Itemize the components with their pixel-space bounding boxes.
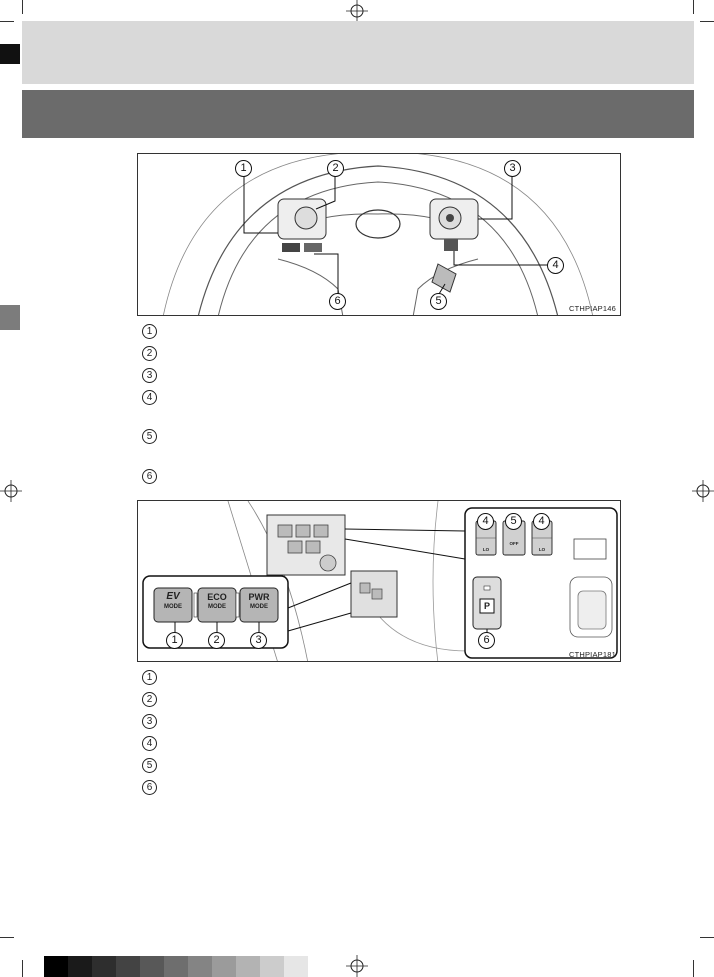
- callout-6: 6: [478, 632, 495, 649]
- color-swatch: [68, 956, 92, 977]
- ev-mode-label-top: EV: [166, 591, 180, 602]
- color-swatch: [284, 956, 308, 977]
- pwr-mode-label-bottom: MODE: [250, 604, 268, 610]
- callout-5: 5: [430, 293, 447, 310]
- eco-mode-label-bottom: MODE: [208, 604, 226, 610]
- callout-4-right: 4: [533, 513, 550, 530]
- figure-code: CTHPIAP181: [568, 650, 616, 659]
- color-calibration-bar: [44, 956, 308, 977]
- off-button-label: OFF: [509, 541, 519, 546]
- pwr-mode-label-top: PWR: [248, 592, 270, 602]
- legend-marker-5: 5: [142, 429, 157, 444]
- crop-mark-bottom-left-h: [0, 937, 14, 938]
- legend-marker-2: 2: [142, 346, 157, 361]
- section-tab: [0, 305, 20, 330]
- registration-mark-left-icon: [0, 480, 22, 502]
- crop-mark-top-right-h: [700, 21, 714, 22]
- registration-mark-right-icon: [692, 480, 714, 502]
- legend-marker-4: 4: [142, 736, 157, 751]
- registration-mark-bottom-icon: [346, 955, 368, 977]
- color-swatch: [140, 956, 164, 977]
- figure-code: CTHPIAP146: [568, 304, 616, 313]
- crop-mark-bottom-right-h: [700, 937, 714, 938]
- header-band: [22, 21, 694, 84]
- color-swatch: [44, 956, 68, 977]
- legend-marker-6: 6: [142, 780, 157, 795]
- eco-mode-button[interactable]: ECO MODE: [198, 592, 236, 612]
- crop-mark-top-right-v: [693, 0, 694, 14]
- legend-marker-1: 1: [142, 670, 157, 685]
- callout-1: 1: [166, 632, 183, 649]
- crop-mark-bottom-right-v: [693, 960, 694, 977]
- steering-wheel-figure: 1 2 3 4 5 6 CTHPIAP146: [137, 153, 621, 316]
- pwr-mode-button[interactable]: PWR MODE: [240, 592, 278, 612]
- color-swatch: [164, 956, 188, 977]
- ev-mode-label-bottom: MODE: [164, 604, 182, 610]
- legend-marker-6: 6: [142, 469, 157, 484]
- color-swatch: [188, 956, 212, 977]
- section-title-band: [22, 90, 694, 138]
- color-swatch: [260, 956, 284, 977]
- callout-2: 2: [327, 160, 344, 177]
- park-button[interactable]: P: [483, 601, 490, 611]
- console-figure: EV MODE ECO MODE PWR MODE HI LO OFF HI L…: [137, 500, 621, 662]
- seat-heater-right-lo: LO: [538, 547, 546, 552]
- legend-marker-3: 3: [142, 368, 157, 383]
- color-swatch: [116, 956, 140, 977]
- color-swatch: [212, 956, 236, 977]
- legend-marker-4: 4: [142, 390, 157, 405]
- callout-3: 3: [504, 160, 521, 177]
- color-swatch: [236, 956, 260, 977]
- legend-marker-2: 2: [142, 692, 157, 707]
- callout-6: 6: [329, 293, 346, 310]
- crop-mark-bottom-left-v: [22, 960, 23, 977]
- crop-mark-top-left-v: [22, 0, 23, 14]
- callout-2: 2: [208, 632, 225, 649]
- registration-mark-top-icon: [346, 0, 368, 22]
- console-illustration: [142, 501, 618, 661]
- callout-4: 4: [547, 257, 564, 274]
- ev-mode-button[interactable]: EV MODE: [154, 592, 192, 612]
- crop-mark-top-left-h: [0, 21, 14, 22]
- seat-heater-left-lo: LO: [482, 547, 490, 552]
- legend-marker-5: 5: [142, 758, 157, 773]
- legend-marker-3: 3: [142, 714, 157, 729]
- callout-1: 1: [235, 160, 252, 177]
- callout-5: 5: [505, 513, 522, 530]
- callout-4-left: 4: [477, 513, 494, 530]
- chapter-tab: [0, 44, 20, 64]
- legend-marker-1: 1: [142, 324, 157, 339]
- color-swatch: [92, 956, 116, 977]
- eco-mode-label-top: ECO: [207, 592, 227, 602]
- steering-wheel-illustration: [163, 154, 593, 315]
- callout-3: 3: [250, 632, 267, 649]
